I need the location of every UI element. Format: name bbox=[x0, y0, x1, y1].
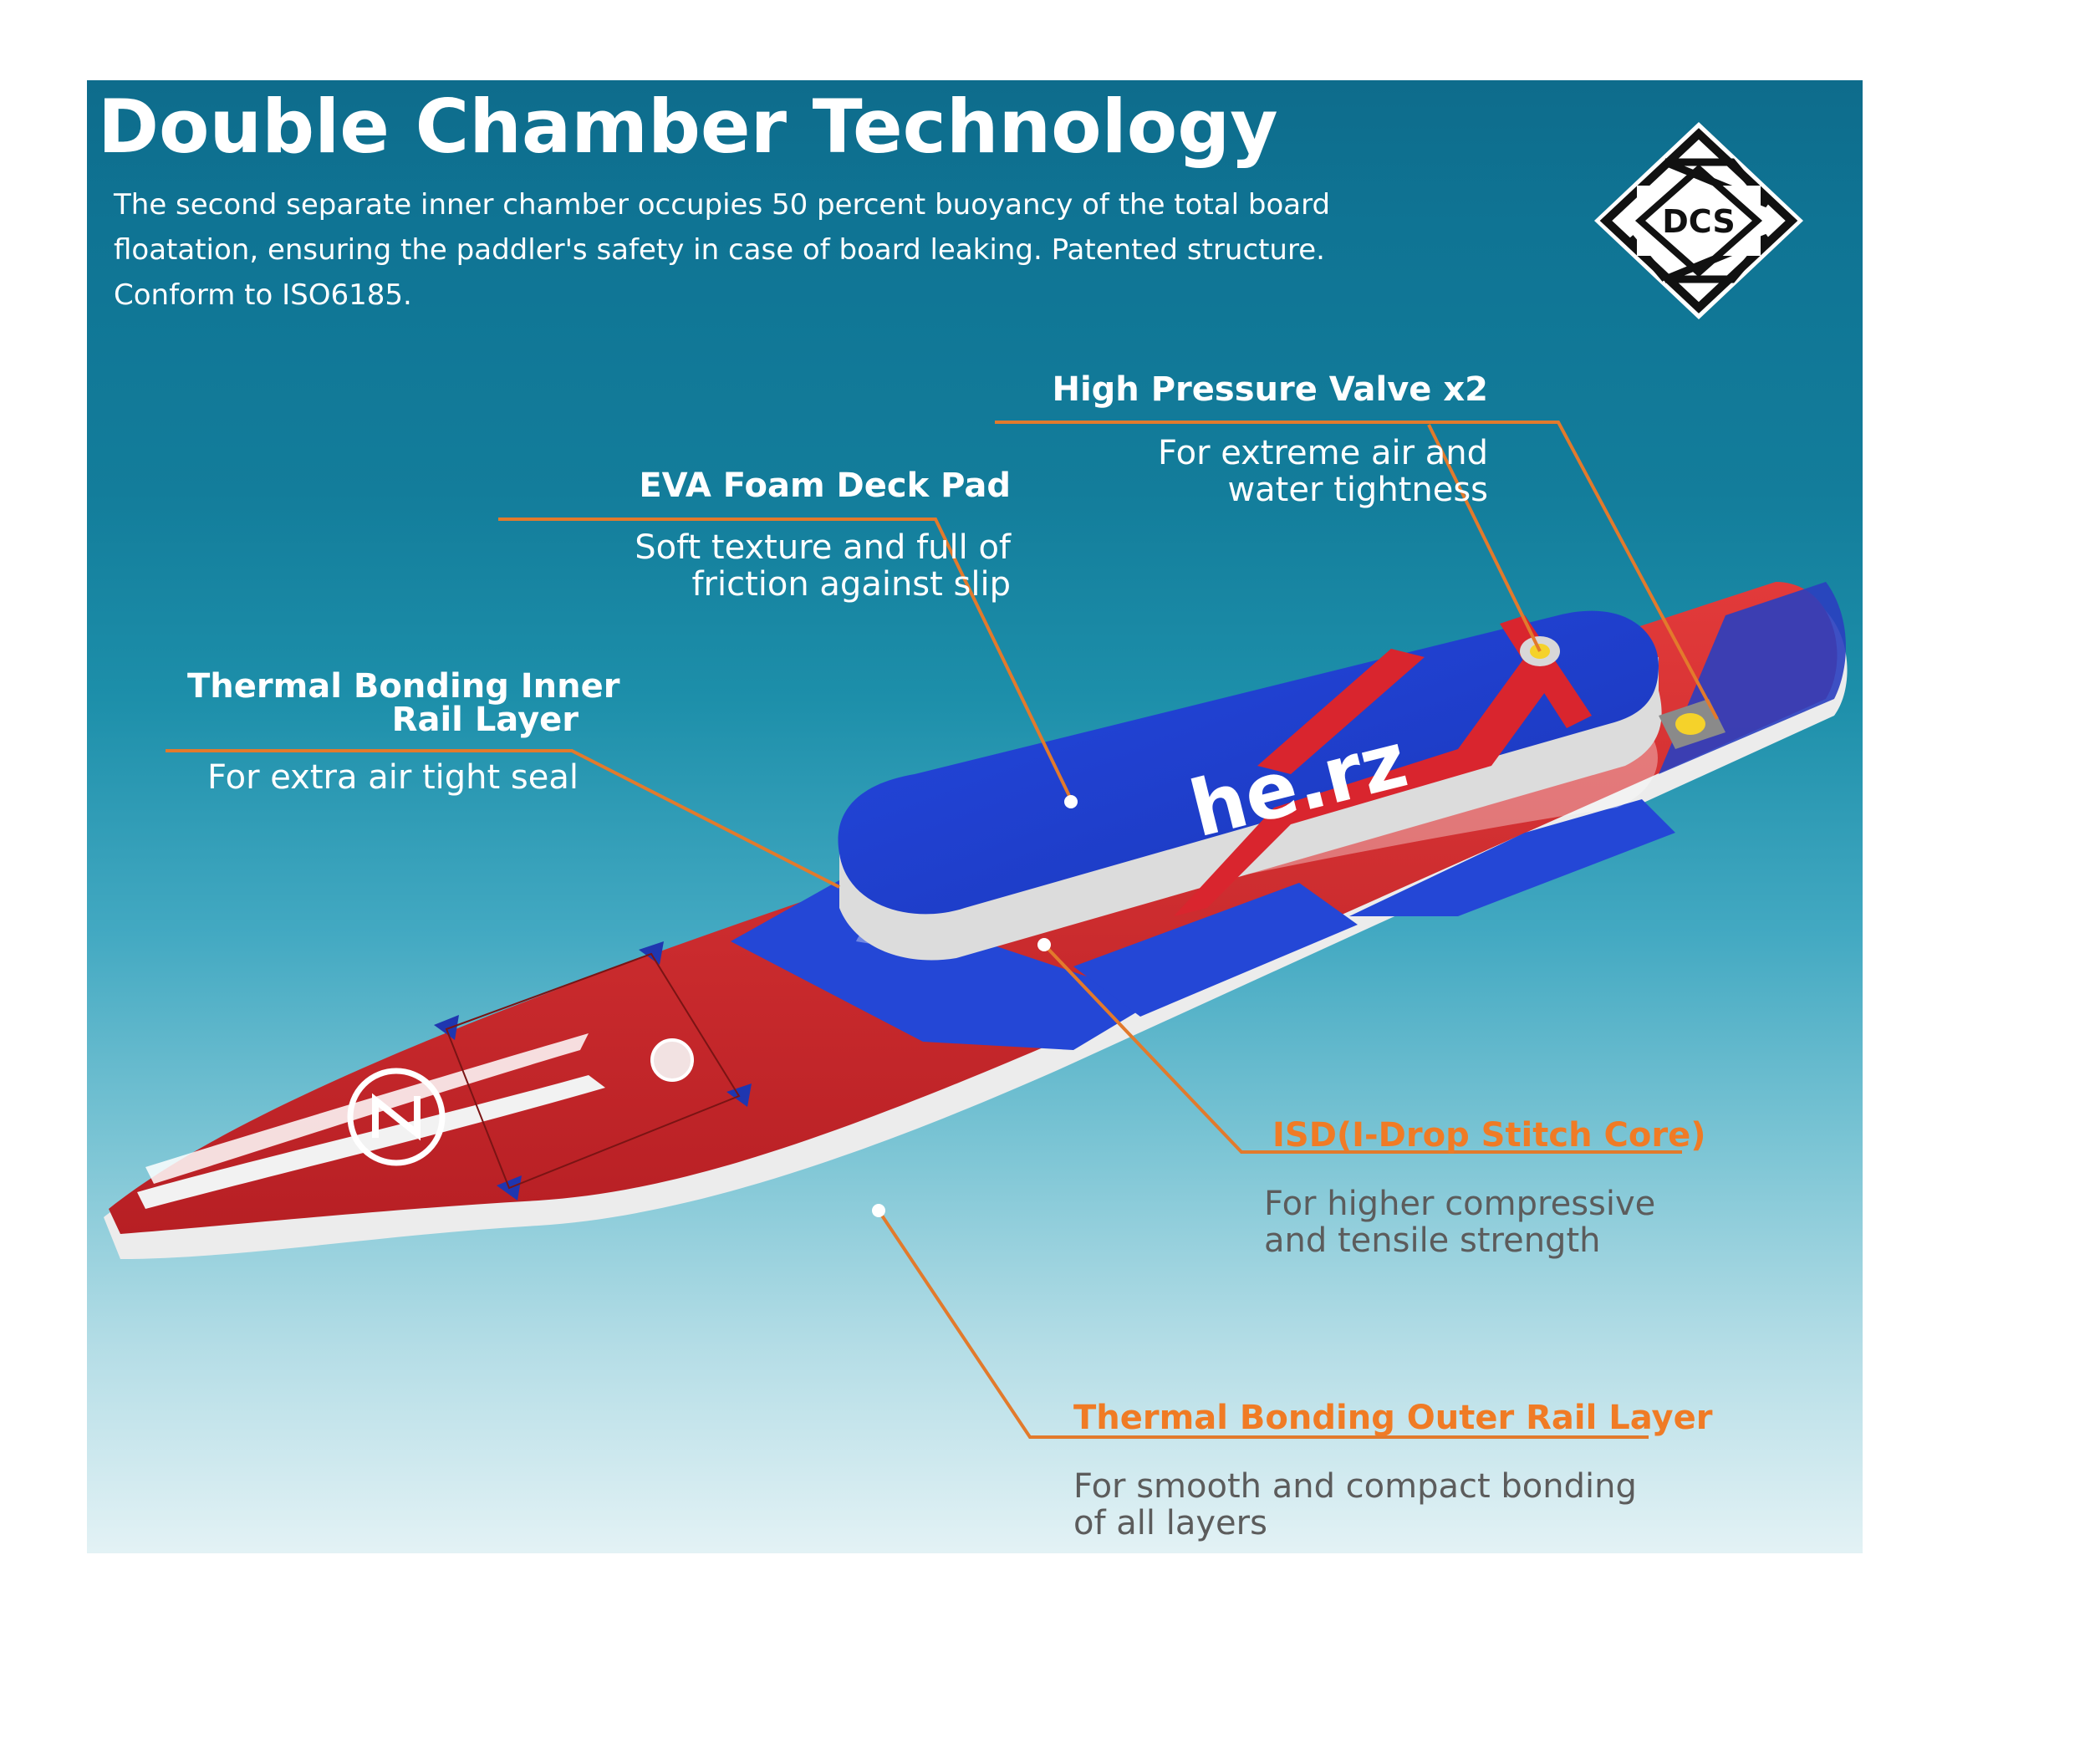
leader-lines bbox=[166, 421, 1719, 1439]
callout-valve-desc: For extreme air and water tightness bbox=[1007, 435, 1488, 508]
callout-title: Thermal Bonding Inner bbox=[187, 667, 620, 706]
callout-title: ISD(I-Drop Stitch Core) bbox=[1272, 1116, 1706, 1155]
callout-desc: friction against slip bbox=[691, 565, 1011, 604]
callout-isd-desc: For higher compressive and tensile stren… bbox=[1264, 1185, 1655, 1259]
callout-desc: and tensile strength bbox=[1264, 1221, 1601, 1260]
intro-line: floatation, ensuring the paddler's safet… bbox=[114, 233, 1325, 267]
callout-title: EVA Foam Deck Pad bbox=[639, 466, 1011, 505]
intro-line: The second separate inner chamber occupi… bbox=[114, 188, 1331, 222]
callout-eva-desc: Soft texture and full of friction agains… bbox=[505, 529, 1011, 603]
board-illustration: he.rz bbox=[104, 122, 1848, 1439]
callout-outer-rail-desc: For smooth and compact bonding of all la… bbox=[1073, 1468, 1637, 1542]
intro-line: Conform to ISO6185. bbox=[114, 278, 412, 312]
callout-desc: Soft texture and full of bbox=[635, 528, 1011, 567]
callout-desc: For higher compressive bbox=[1264, 1185, 1656, 1223]
callout-inner-rail: Thermal Bonding Inner Rail Layer bbox=[187, 667, 620, 739]
callout-desc: of all layers bbox=[1073, 1504, 1267, 1542]
nose-logo-icon bbox=[347, 1068, 446, 1166]
callout-desc: For extra air tight seal bbox=[207, 758, 579, 797]
dcs-badge: DCS bbox=[1594, 122, 1803, 319]
dcs-badge-text: DCS bbox=[1662, 203, 1736, 240]
callout-inner-rail-desc: For extra air tight seal bbox=[187, 759, 579, 796]
callout-valve: High Pressure Valve x2 bbox=[1015, 373, 1488, 406]
callout-title: High Pressure Valve x2 bbox=[1052, 370, 1488, 409]
callout-desc: For smooth and compact bonding bbox=[1073, 1467, 1637, 1506]
chamber-deck bbox=[838, 610, 1659, 915]
callout-title: Thermal Bonding Outer Rail Layer bbox=[1073, 1399, 1713, 1437]
page-title: Double Chamber Technology bbox=[98, 84, 1278, 170]
callout-title: Rail Layer bbox=[391, 701, 579, 739]
callout-desc: For extreme air and bbox=[1158, 434, 1488, 472]
callout-desc: water tightness bbox=[1227, 471, 1488, 509]
inner-chamber: he.rz bbox=[838, 610, 1662, 961]
callout-isd: ISD(I-Drop Stitch Core) bbox=[1272, 1119, 1705, 1152]
callout-eva: EVA Foam Deck Pad bbox=[522, 469, 1011, 502]
infographic-panel: he.rz bbox=[87, 80, 1863, 1553]
intro-paragraph: The second separate inner chamber occupi… bbox=[114, 182, 1552, 318]
callout-outer-rail: Thermal Bonding Outer Rail Layer bbox=[1073, 1401, 1712, 1435]
